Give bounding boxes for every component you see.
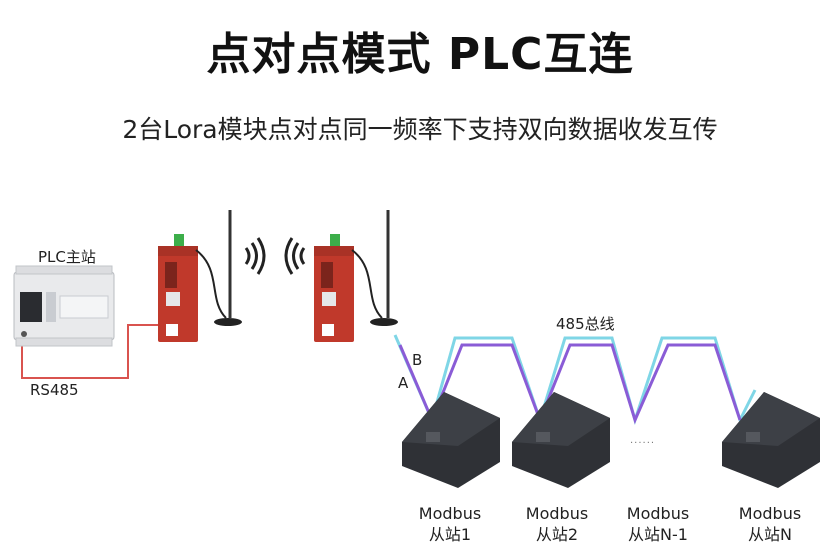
rs485-wire [21, 324, 160, 379]
slave-n-line2: 从站N [748, 525, 792, 544]
slave-label-1: Modbus 从站1 [400, 503, 500, 545]
rs485-label: RS485 [30, 381, 79, 399]
slave-label-n-1: Modbus 从站N-1 [608, 503, 708, 545]
plc-master-device [13, 265, 115, 347]
page-title: 点对点模式 PLC互连 [206, 29, 634, 80]
slave-1-line1: Modbus [418, 504, 482, 523]
page-subtitle: 2台Lora模块点对点同一频率下支持双向数据收发互传 [122, 115, 718, 144]
lora-module-1 [158, 210, 242, 342]
bus-wire-a [398, 343, 742, 425]
bus-label: 485总线 [556, 315, 615, 333]
slave-2-line1: Modbus [525, 504, 589, 523]
slave-n-1-line1: Modbus [626, 504, 690, 523]
bus-wire-b [393, 334, 757, 426]
slave-n-line1: Modbus [738, 504, 802, 523]
slave-device-1 [402, 392, 500, 488]
wire-a-label: A [398, 374, 409, 392]
plc-master-label: PLC主站 [38, 248, 96, 266]
slave-device-n [722, 392, 820, 488]
slave-2-line2: 从站2 [535, 525, 579, 544]
slave-n-1-line2: 从站N-1 [628, 525, 688, 544]
ellipsis-label: ...... [630, 435, 656, 446]
slave-label-2: Modbus 从站2 [507, 503, 607, 545]
wire-b-label: B [412, 351, 423, 369]
slave-1-line2: 从站1 [428, 525, 472, 544]
slave-label-n: Modbus 从站N [720, 503, 820, 545]
slave-device-2 [512, 392, 610, 488]
lora-module-2 [314, 210, 398, 342]
wireless-signal-icon [244, 237, 306, 275]
